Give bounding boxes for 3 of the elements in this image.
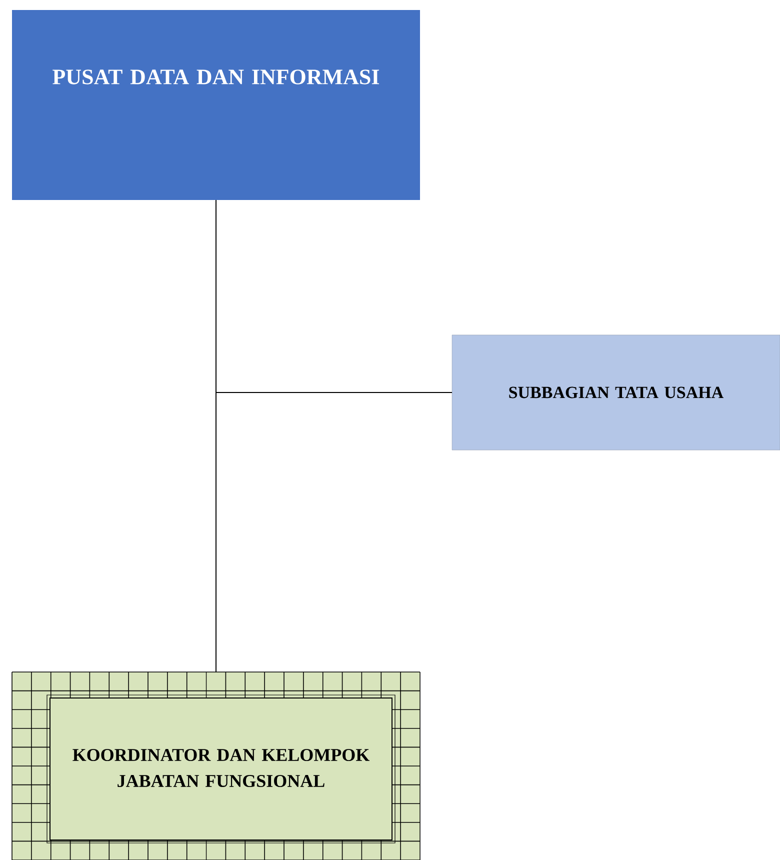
unit-box: PUSAT DATA DAN INFORMASI bbox=[12, 10, 420, 200]
unit-box: SUBBAGIAN TATA USAHA bbox=[452, 334, 780, 450]
grid-frame-box: KOORDINATOR DAN KELOMPOK JABATAN FUNGSIONAL bbox=[12, 672, 420, 860]
